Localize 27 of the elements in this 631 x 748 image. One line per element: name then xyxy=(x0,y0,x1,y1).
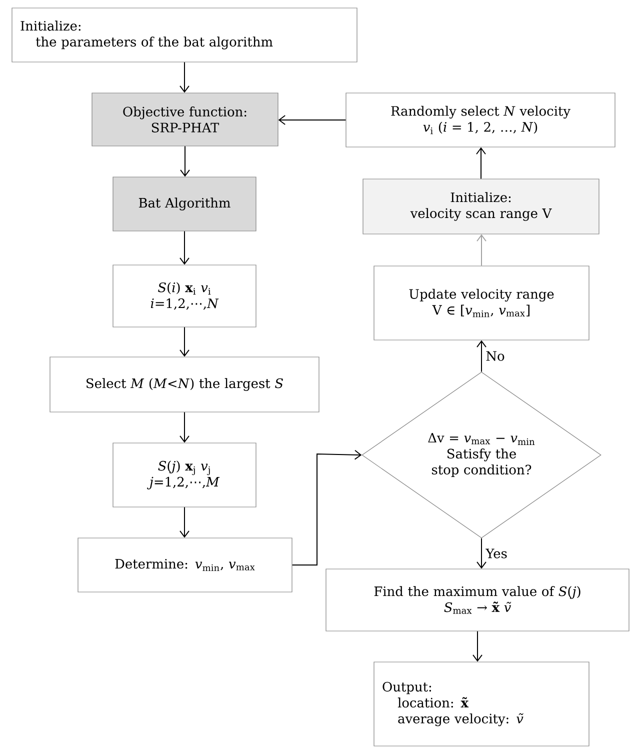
process-box: Find the maximum value of S(j) S$_{max}$ → x̃ ṽ xyxy=(326,568,630,632)
process-box: Output: location: x̃ average velocity: ṽ xyxy=(374,662,590,746)
arrow xyxy=(278,115,346,125)
process-box: Select M (M<N) the largest S xyxy=(50,356,320,412)
process-box: Bat Algorithm xyxy=(112,176,256,232)
edge-label: Yes xyxy=(484,548,508,560)
arrow xyxy=(180,62,190,93)
arrow xyxy=(476,147,486,180)
arrow xyxy=(292,450,362,566)
process-box: Update velocity range V ∈ [v$_{min}$, v$_{max}$] xyxy=(374,266,590,340)
process-box: S(j) x$_{j}$ v$_{j}$ j=1,2,⋯,M xyxy=(112,442,256,508)
edge-label: No xyxy=(484,350,506,362)
arrow xyxy=(472,630,482,662)
process-box: Randomly select N velocity v$_{i}$ (i = 1, 2, …, N) xyxy=(346,92,616,148)
arrow xyxy=(180,506,190,538)
arrow xyxy=(476,538,486,569)
arrow xyxy=(180,412,190,443)
process-box: Determine: v$_{min}$, v$_{max}$ xyxy=(78,538,292,592)
process-box: Objective function: SRP-PHAT xyxy=(92,92,278,146)
process-box: Initialize: the parameters of the bat algorithm xyxy=(12,8,358,62)
arrow xyxy=(476,234,486,266)
arrow xyxy=(476,340,486,372)
arrow xyxy=(180,326,190,357)
arrow xyxy=(180,230,190,265)
process-box: S(i) x$_{i}$ v$_{i}$ i=1,2,⋯,N xyxy=(112,264,256,328)
process-box: Initialize: velocity scan range V xyxy=(362,178,600,234)
arrow xyxy=(180,146,190,177)
